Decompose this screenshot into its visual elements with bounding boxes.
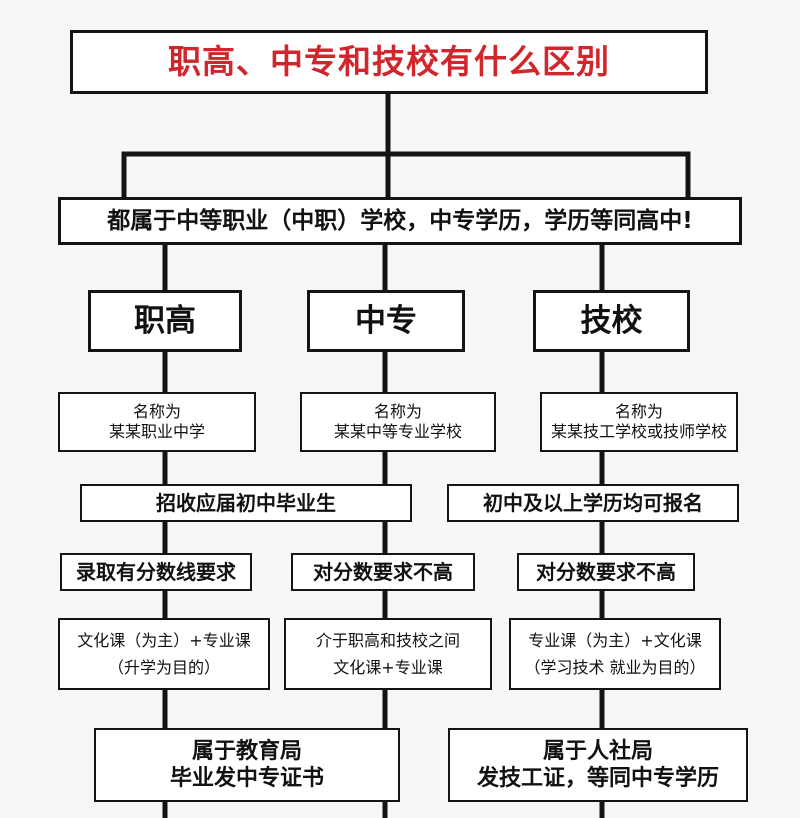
curriculum-line: 专业课（为主）+文化课 — [528, 630, 702, 650]
score-vocational-high: 录取有分数线要求 — [60, 553, 252, 591]
category-vocational-high: 职高 — [88, 290, 242, 352]
score-text: 对分数要求不高 — [536, 559, 676, 584]
authority-line: 属于教育局 — [191, 738, 302, 764]
bracket-line — [121, 151, 691, 201]
curriculum-line: 介于职高和技校之间 — [315, 630, 460, 650]
score-technical-secondary: 对分数要求不高 — [291, 553, 475, 591]
authority-line: 属于人社局 — [542, 738, 653, 764]
curriculum-line: 文化课（为主）+专业课 — [77, 630, 251, 650]
authority-line: 毕业发中专证书 — [169, 766, 324, 791]
authority-technical-school: 属于人社局 发技工证，等同中专学历 — [448, 728, 748, 802]
enrollment-text: 初中及以上学历均可报名 — [483, 490, 703, 515]
name-line: 名称为 — [373, 402, 422, 421]
enrollment-technical-school: 初中及以上学历均可报名 — [447, 484, 739, 522]
name-line: 名称为 — [132, 402, 181, 421]
curriculum-technical-school: 专业课（为主）+文化课 （学习技术 就业为目的） — [509, 618, 721, 690]
name-line: 名称为 — [614, 402, 663, 421]
curriculum-vocational-high: 文化课（为主）+专业课 （升学为目的） — [58, 618, 270, 690]
name-line: 某某中等专业学校 — [333, 422, 462, 441]
category-technical-school: 技校 — [533, 290, 690, 352]
page-title: 职高、中专和技校有什么区别 — [168, 42, 610, 82]
name-line: 某某技工学校或技师学校 — [550, 422, 727, 441]
name-line: 某某职业中学 — [108, 422, 205, 441]
curriculum-line: （升学为目的） — [107, 658, 220, 677]
authority-line: 发技工证，等同中专学历 — [476, 766, 719, 791]
enrollment-text: 招收应届初中毕业生 — [156, 490, 336, 515]
authority-shared: 属于教育局 毕业发中专证书 — [94, 728, 400, 802]
name-technical-school: 名称为 某某技工学校或技师学校 — [540, 392, 738, 452]
summary-banner: 都属于中等职业（中职）学校，中专学历，学历等同高中! — [58, 197, 742, 245]
score-text: 对分数要求不高 — [313, 559, 453, 584]
category-label: 职高 — [134, 302, 196, 339]
category-label: 中专 — [355, 302, 417, 339]
score-technical-school: 对分数要求不高 — [517, 553, 695, 591]
category-label: 技校 — [580, 302, 643, 339]
curriculum-line: 文化课+专业课 — [333, 658, 443, 677]
curriculum-line: （学习技术 就业为目的） — [524, 658, 706, 677]
title-box: 职高、中专和技校有什么区别 — [70, 30, 708, 94]
enrollment-shared: 招收应届初中毕业生 — [80, 484, 412, 522]
name-vocational-high: 名称为 某某职业中学 — [58, 392, 256, 452]
name-technical-secondary: 名称为 某某中等专业学校 — [300, 392, 496, 452]
summary-text: 都属于中等职业（中职）学校，中专学历，学历等同高中! — [107, 207, 693, 234]
curriculum-technical-secondary: 介于职高和技校之间 文化课+专业课 — [284, 618, 492, 690]
category-technical-secondary: 中专 — [307, 290, 465, 352]
score-text: 录取有分数线要求 — [76, 559, 236, 584]
